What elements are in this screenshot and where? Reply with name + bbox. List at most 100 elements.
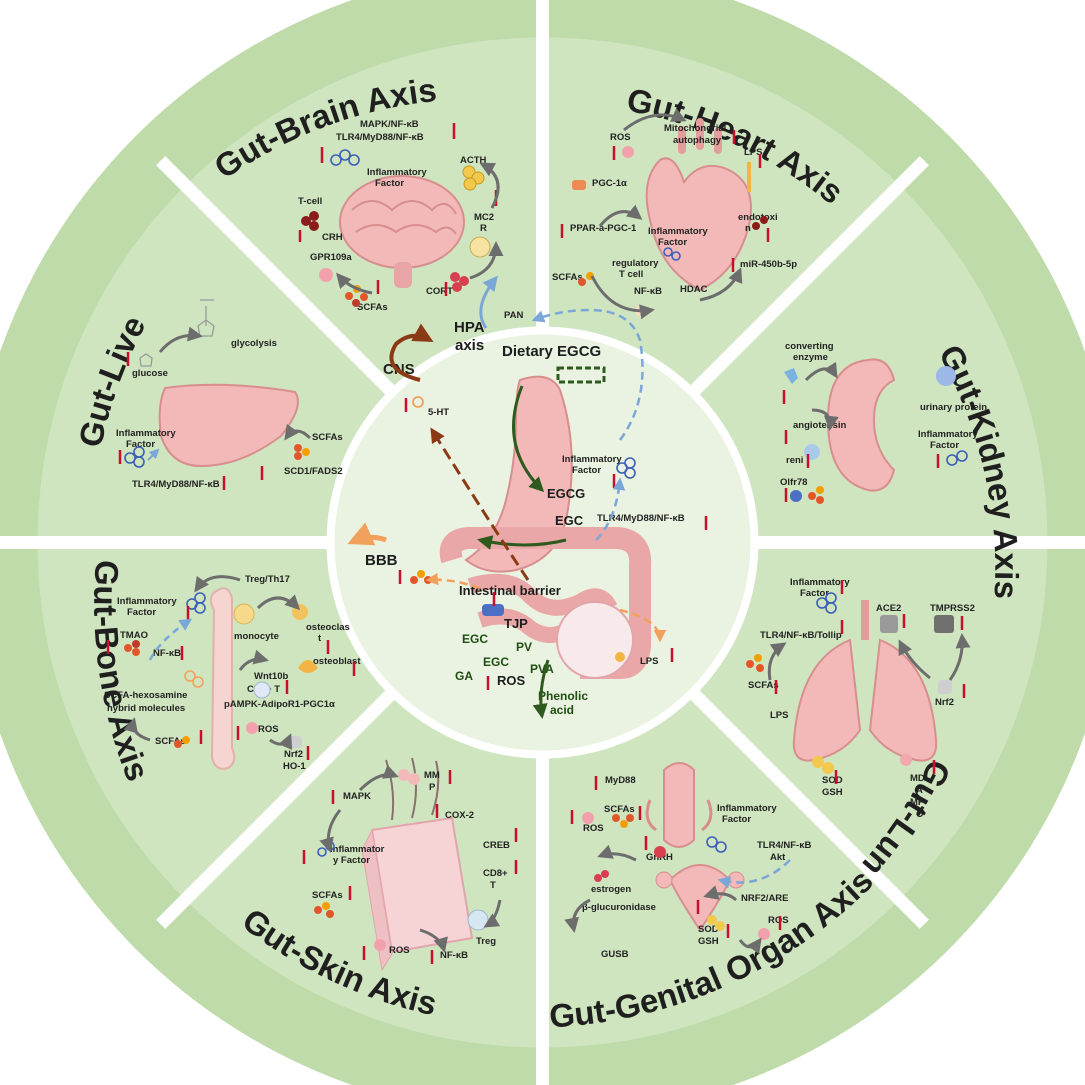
- bbb-curl-arrow: [347, 522, 387, 546]
- kidney-renin-label: reni: [786, 455, 803, 466]
- gut-organ-icon: [439, 375, 652, 679]
- liver-infl-label-2: Factor: [126, 439, 155, 450]
- heart-ros-label: ROS: [610, 132, 631, 143]
- kidney-section: converting enzyme angiotensin reni Olfr7…: [780, 341, 987, 504]
- lung-lps-label: LPS: [770, 710, 788, 721]
- heart-endo-label-1: endotoxi: [738, 212, 778, 223]
- brain-crh-label: CRH: [322, 232, 343, 243]
- skin-mapk-label: MAPK: [343, 791, 371, 802]
- heart-infl-label-2: Factor: [658, 237, 687, 248]
- genital-ros-label: ROS: [583, 823, 604, 834]
- bone-pathway-arrows: [123, 575, 301, 750]
- lung-tlr-label: TLR4/NF-κB/Tollip: [760, 630, 842, 641]
- lung-molecule-icons: [746, 592, 954, 774]
- lung-nrf2-label: Nrf2: [935, 697, 954, 708]
- cns-curl-arrow: [389, 323, 434, 382]
- bone-scfas-label: SCFAs: [155, 736, 186, 747]
- genital-infl-label-1: Inflammatory: [717, 803, 777, 814]
- genital-signal-arrow: [717, 859, 791, 889]
- genital-pathway-arrows: [564, 844, 762, 955]
- genital-organ-icon: [645, 762, 745, 932]
- kidney-angiotensin-label: angiotensin: [793, 420, 847, 431]
- bone-monocyte-label: monocyte: [234, 631, 279, 642]
- heart-treg-label-2: T cell: [619, 269, 643, 280]
- center-pathway-arrows: [347, 275, 667, 719]
- skin-cox-label: COX-2: [445, 810, 474, 821]
- kidney-olfr-label: Olfr78: [780, 477, 807, 488]
- brain-section: MAPK/NF-κB TLR4/MyD88/NF-κB Inflammatory…: [298, 119, 504, 313]
- center-section: Dietary EGCG HPA axis PAN CNS 5-HT BBB E…: [347, 275, 708, 719]
- heart-mito-label-2: autophagy: [673, 135, 722, 146]
- skin-infl-label-2: y Factor: [333, 855, 370, 866]
- genital-nrf2-label: NRF2/ARE: [741, 893, 789, 904]
- stomach-to-intestine-arrow: [477, 535, 567, 550]
- bone-tmao-label: TMAO: [120, 630, 148, 641]
- genital-regulation-arrows: [570, 776, 782, 938]
- gut-to-tlr-arrow: [595, 477, 626, 541]
- lung-pathway-arrows: [767, 633, 971, 681]
- bone-regulation-arrows: [106, 606, 356, 760]
- brain-pathway-arrows: [336, 162, 504, 295]
- brain-molecule-icons: [301, 149, 491, 307]
- gut-egc-label-1: EGC: [462, 632, 488, 646]
- bone-signal-arrow: [148, 618, 193, 661]
- lung-scfas-label: SCFAs: [748, 680, 779, 691]
- skin-nfkb-label: NF-κB: [440, 950, 468, 961]
- lung-infl-label-1: Inflammatory: [790, 577, 850, 588]
- genital-akt-label: Akt: [770, 852, 786, 863]
- liver-infl-label-1: Inflammatory: [116, 428, 176, 439]
- center-infl-label-1: Inflammatory: [562, 454, 622, 465]
- brain-acth-label: ACTH: [460, 155, 487, 166]
- egcg-to-stomach-arrow: [512, 385, 545, 493]
- genital-molecule-icons: [582, 812, 770, 940]
- heart-mir-label: miR-450b-5p: [740, 259, 797, 270]
- kidney-urinary-label: urinary protein: [920, 402, 987, 413]
- bone-wnt-label: Wnt10b: [254, 671, 289, 682]
- gut-to-bbb-arrow: [425, 572, 481, 590]
- tjp-label: TJP: [504, 616, 528, 631]
- lung-o-label: O: [916, 809, 923, 820]
- bone-osteoblast-label: osteoblast: [313, 656, 361, 667]
- kidney-infl-label-1: Inflammatory: [918, 429, 978, 440]
- bone-organ-icon: [209, 587, 236, 770]
- brain-infl-label-1: Inflammatory: [367, 167, 427, 178]
- brain-organ-icon: [339, 175, 465, 288]
- bbb-label: BBB: [365, 552, 398, 569]
- gut-ros-label: ROS: [497, 673, 526, 688]
- center-tlr-label: TLR4/MyD88/NF-κB: [597, 513, 685, 524]
- liver-tlr-label: TLR4/MyD88/NF-κB: [132, 479, 220, 490]
- lung-infl-label-2: Factor: [800, 588, 829, 599]
- pan-label: PAN: [504, 310, 523, 321]
- lung-regulation-arrows: [774, 580, 966, 784]
- gut-zoom-circle: [556, 601, 634, 679]
- kidney-infl-label-2: Factor: [930, 440, 959, 451]
- lung-section: Inflammatory Factor ACE2 TMPRSS2 TLR4/NF…: [746, 577, 975, 820]
- genital-ros2-label: ROS: [768, 915, 789, 926]
- genital-gusb-label: GUSB: [601, 949, 629, 960]
- gut-pva-label: PVA: [530, 662, 554, 676]
- gut-to-brain-signal-arrow: [531, 308, 644, 441]
- skin-infl-label-1: Inflammator: [330, 844, 385, 855]
- liver-scfas-label: SCFAs: [312, 432, 343, 443]
- skin-t-label: T: [490, 880, 496, 891]
- liver-regulation-arrows: [118, 352, 264, 490]
- heart-mito-label-1: Mitochondrial: [664, 123, 726, 134]
- heart-pathway-arrows: [590, 108, 743, 320]
- skin-mm-label: MM: [424, 770, 440, 781]
- lung-ace2-label: ACE2: [876, 603, 901, 614]
- skin-pathway-arrows: [319, 764, 502, 953]
- bone-nrf2-label: Nrf2: [284, 749, 303, 760]
- bone-ros-label: ROS: [258, 724, 279, 735]
- skin-section: MAPK MM P COX-2 Inflammator y Factor CRE…: [302, 757, 518, 972]
- gut-pv-label: PV: [516, 640, 532, 654]
- skin-regulation-arrows: [302, 770, 518, 964]
- kidney-converting-label-2: enzyme: [793, 352, 828, 363]
- genital-scfas-label: SCFAs: [604, 804, 635, 815]
- brain-tlr-label: TLR4/MyD88/NF-κB: [336, 132, 424, 143]
- heart-pgc-label: PGC-1α: [592, 178, 627, 189]
- center-regulation-arrows: [398, 398, 708, 690]
- brain-mc2-label: MC2: [474, 212, 494, 223]
- genital-tlr-label: TLR4/NF-κB: [757, 840, 812, 851]
